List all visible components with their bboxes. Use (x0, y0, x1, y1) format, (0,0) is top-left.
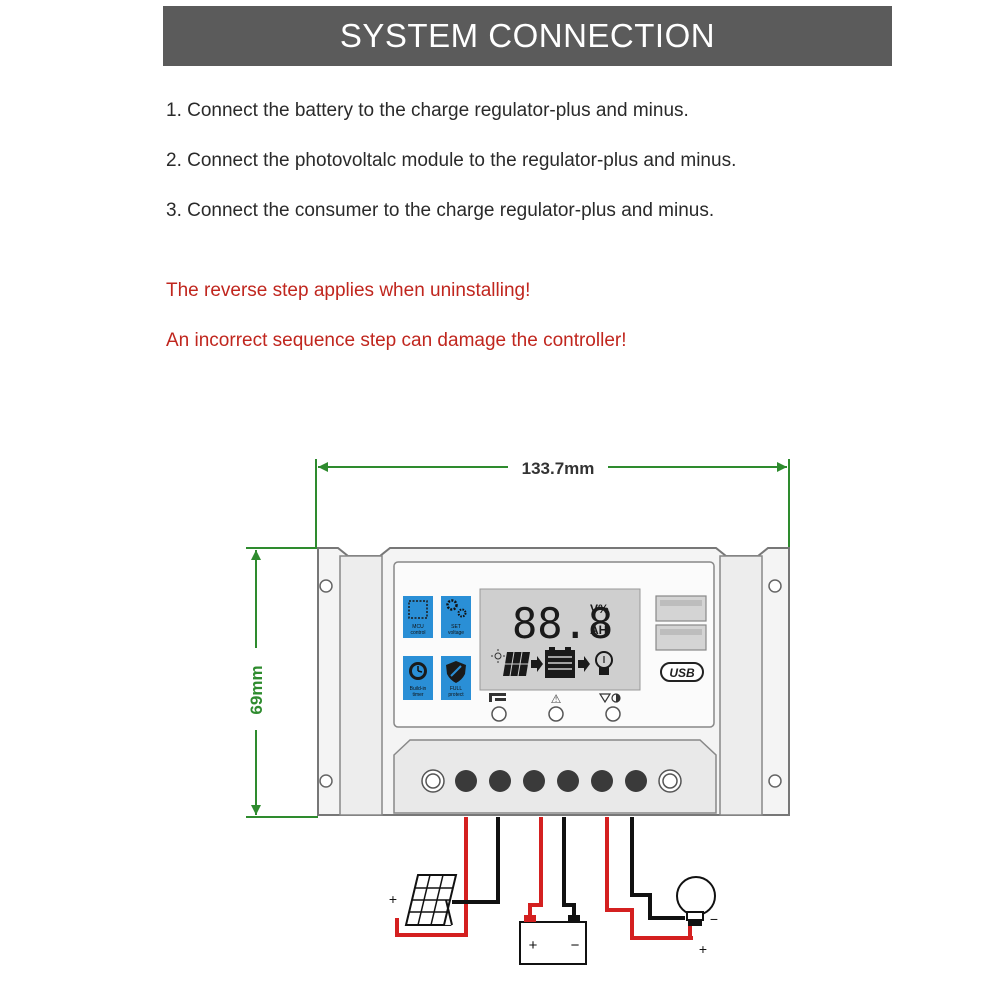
sun-icon (491, 649, 505, 663)
solar-panel-icon (503, 651, 530, 677)
battery-device (519, 915, 587, 965)
battery-plus-wire (528, 817, 543, 920)
load-minus-wire (630, 817, 685, 920)
usb-logo-icon: USB (660, 662, 704, 682)
solar-minus-wire (452, 817, 500, 904)
light-bulb-device (676, 876, 716, 938)
step-3: 3. Connect the consumer to the charge re… (166, 200, 715, 221)
svg-text:Build-in: Build-in (410, 686, 427, 692)
solar-plus-wire (395, 817, 468, 937)
solar-minus-sign: − (444, 917, 452, 933)
svg-text:SET: SET (451, 624, 461, 630)
mounting-hole (768, 774, 782, 788)
arrow-icon (578, 656, 590, 672)
warning-symbol-icon: ⚠ (551, 692, 562, 706)
solar-plus-sign: + (389, 891, 397, 907)
height-label: 69mm (247, 665, 266, 714)
timer-icon: Build-in timer (403, 656, 433, 700)
terminal-load-minus (625, 770, 647, 792)
battery-icon (545, 647, 575, 678)
svg-text:FULL: FULL (450, 686, 462, 692)
page-title: SYSTEM CONNECTION (339, 17, 716, 54)
step-1: 1. Connect the battery to the charge reg… (166, 100, 689, 121)
mounting-hole (768, 579, 782, 593)
wiring (395, 817, 693, 940)
warning-reverse-step: The reverse step applies when uninstalli… (166, 280, 531, 301)
height-dimension (246, 547, 318, 818)
terminal-solar-plus (455, 770, 477, 792)
lcd-display: 88.8 V% AH (479, 588, 641, 691)
step-2: 2. Connect the photovoltalc module to th… (166, 150, 737, 171)
terminal-screw (421, 769, 445, 793)
page-title-banner: SYSTEM CONNECTION (163, 6, 892, 66)
usb-ports (655, 595, 707, 651)
chip-icon: MCU control (403, 596, 433, 638)
width-label: 133.7mm (522, 459, 595, 478)
solar-panel-device (404, 874, 458, 926)
terminal-screw (658, 769, 682, 793)
gear-icon: SET voltage (441, 596, 471, 638)
load-plus-sign: + (699, 941, 707, 957)
load-minus-sign: − (710, 911, 718, 927)
mounting-hole (319, 579, 333, 593)
lcd-unit-bottom: AH (590, 623, 607, 637)
svg-text:timer: timer (412, 692, 423, 698)
svg-text:MCU: MCU (412, 624, 424, 630)
menu-symbol-icon (489, 693, 506, 702)
svg-text:USB: USB (669, 666, 695, 680)
terminal-solar-minus (489, 770, 511, 792)
load-plus-wire (605, 817, 693, 940)
menu-button[interactable] (491, 706, 507, 722)
terminal-battery-plus (523, 770, 545, 792)
setting-button[interactable] (548, 706, 564, 722)
battery-plus-sign: + (529, 937, 538, 954)
mode-symbol-icon (598, 693, 621, 704)
svg-text:voltage: voltage (448, 630, 464, 636)
terminal-battery-minus (557, 770, 579, 792)
arrow-icon (531, 656, 543, 672)
bulb-icon (595, 651, 613, 675)
terminal-strip (393, 739, 717, 814)
svg-text:control: control (410, 630, 425, 636)
width-dimension (315, 459, 790, 548)
lcd-unit-top: V% (590, 602, 609, 616)
battery-minus-wire (562, 817, 576, 920)
lcd-digits: 88.8 (512, 599, 613, 648)
instruction-steps: 1. Connect the battery to the charge reg… (166, 94, 926, 244)
battery-minus-sign: − (571, 937, 580, 954)
warning-incorrect-sequence: An incorrect sequence step can damage th… (166, 330, 627, 351)
mounting-hole (319, 774, 333, 788)
terminal-load-plus (591, 770, 613, 792)
svg-text:protect: protect (448, 692, 464, 698)
charge-controller: MCU control SET voltage Build-in timer F… (317, 547, 790, 816)
shield-icon: FULL protect (441, 656, 471, 700)
mode-button[interactable] (605, 706, 621, 722)
